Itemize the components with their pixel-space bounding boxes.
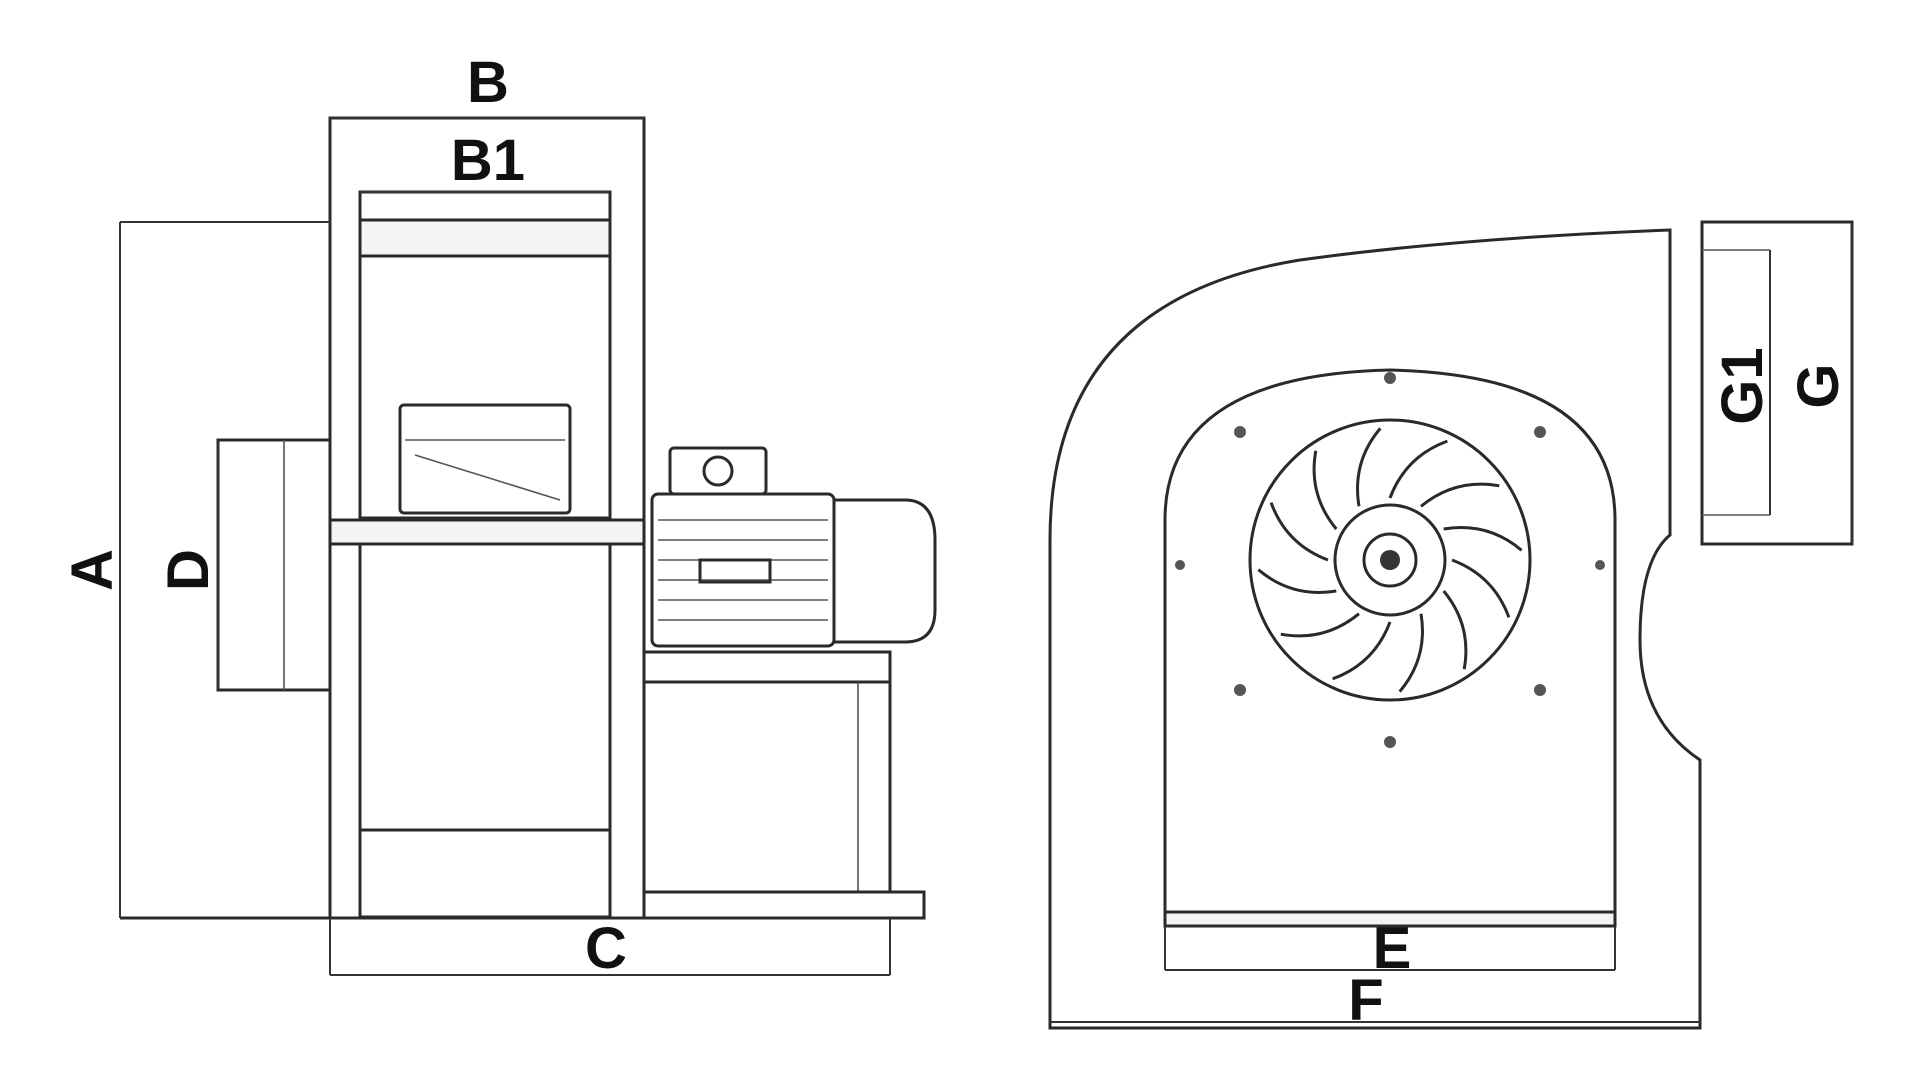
impeller-rim (1248, 418, 1532, 702)
label-b: B (467, 50, 509, 115)
impeller (1248, 418, 1532, 702)
dim-lines-front (1050, 222, 1853, 1023)
impeller-blades (1257, 427, 1523, 693)
outlet-side-box (358, 254, 612, 520)
label-g1: G1 (1710, 347, 1775, 424)
impeller-blade (1312, 450, 1338, 530)
label-a: A (60, 549, 125, 591)
label-e: E (1373, 916, 1412, 981)
motor-plate (328, 518, 646, 546)
scroll-housing (1048, 228, 1702, 1030)
impeller-blade (1332, 621, 1392, 681)
inlet-flange (216, 438, 332, 692)
impeller-blade (1442, 590, 1468, 670)
impeller-shaft (1362, 532, 1418, 588)
motor-stand-top (642, 650, 892, 684)
impeller-hub (1333, 503, 1447, 617)
motor-fan-cover (832, 498, 937, 644)
impeller-blade (1280, 612, 1360, 638)
impeller-blade (1451, 558, 1511, 618)
label-b1: B1 (451, 128, 525, 193)
label-g: G (1786, 363, 1851, 408)
impeller-blade (1257, 568, 1337, 594)
bolt (1234, 684, 1246, 696)
bolt (1175, 560, 1185, 570)
dim-lines-side (119, 117, 891, 976)
impeller-blade (1443, 526, 1523, 552)
motor-terminal-box (668, 446, 768, 496)
motor-stand-base (642, 890, 926, 920)
label-f: F (1348, 968, 1383, 1033)
impeller-blade (1356, 427, 1382, 507)
label-c: C (585, 916, 627, 981)
motor-body (650, 492, 836, 648)
side-view: B B1 A D C (60, 50, 937, 981)
bolt (1384, 372, 1396, 384)
inlet-plate-base (1163, 910, 1617, 928)
impeller-blade (1388, 439, 1448, 499)
housing-top-band (358, 218, 612, 258)
motor-nameplate (698, 558, 772, 584)
label-d: D (156, 549, 221, 591)
bolt (1534, 684, 1546, 696)
impeller-blade (1398, 613, 1424, 693)
housing-inner (358, 190, 612, 919)
plate-bolts (1175, 372, 1605, 748)
inner-belt-guard (398, 403, 572, 515)
motor (642, 446, 937, 920)
impeller-blade (1269, 502, 1329, 562)
impeller-blade (1420, 482, 1500, 508)
bolt (1534, 426, 1546, 438)
bolt (1384, 736, 1396, 748)
inner-belt-guard-line-2 (414, 454, 561, 501)
motor-terminal-cap (702, 455, 734, 487)
impeller-shaft-center (1380, 550, 1400, 570)
bolt (1595, 560, 1605, 570)
front-view: E F G1 G (1048, 220, 1854, 1033)
inlet-plate (1163, 368, 1617, 920)
motor-stand (642, 680, 892, 894)
bolt (1234, 426, 1246, 438)
